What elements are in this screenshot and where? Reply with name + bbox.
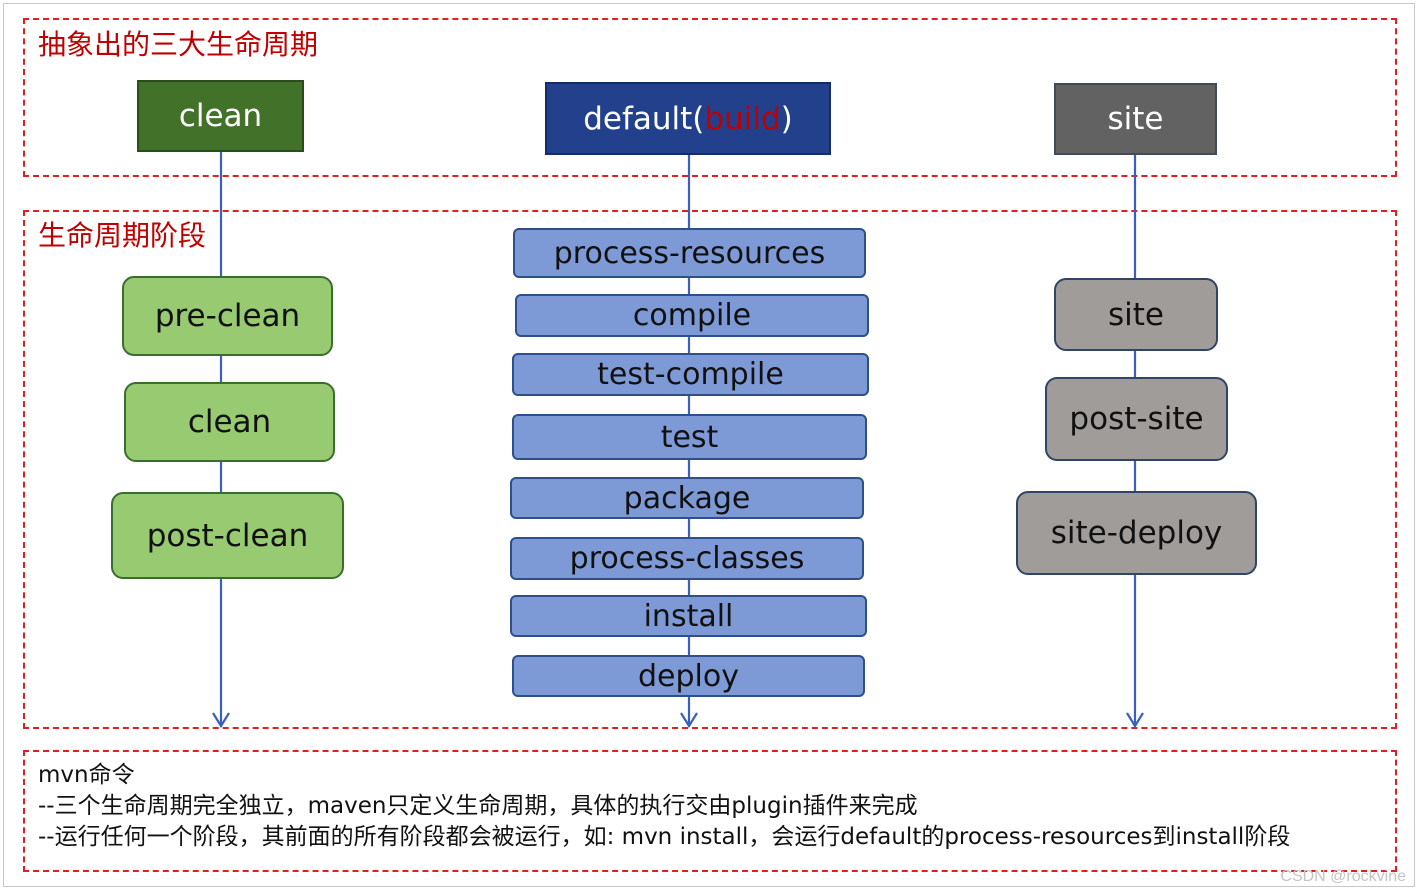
lifecycles-region-title: 抽象出的三大生命周期: [38, 28, 319, 61]
default-phase-label: process-resources: [553, 235, 826, 271]
default-phase: test: [512, 414, 867, 460]
default-phase: process-classes: [510, 537, 864, 580]
default-lifecycle-label: default(build): [583, 101, 793, 137]
default-phase: package: [510, 477, 864, 519]
default-lifecycle-box: default(build): [545, 82, 831, 155]
default-phase-label: install: [643, 598, 734, 634]
site-arrowhead: [1126, 712, 1144, 729]
site-lifecycle-label: site: [1107, 101, 1164, 137]
clean-phase-label: clean: [187, 404, 272, 440]
phases-region: [23, 210, 1397, 729]
default-phase: test-compile: [512, 353, 869, 396]
site-lifecycle-box: site: [1054, 83, 1217, 155]
clean-phase-label: pre-clean: [154, 298, 301, 334]
default-phase-label: deploy: [638, 658, 739, 694]
clean-lifecycle-box: clean: [137, 80, 304, 152]
default-phase: compile: [515, 294, 869, 337]
notes-line: --运行任何一个阶段，其前面的所有阶段都会被运行，如: mvn install，…: [38, 824, 1291, 850]
notes-line: --三个生命周期完全独立，maven只定义生命周期，具体的执行交由plugin插…: [38, 793, 918, 819]
site-phase-label: site-deploy: [1050, 515, 1223, 551]
watermark: CSDN @rockvine: [1280, 868, 1406, 885]
notes-text: mvn命令 --三个生命周期完全独立，maven只定义生命周期，具体的执行交由p…: [38, 760, 1290, 853]
clean-phase: clean: [124, 382, 335, 462]
lifecycles-region: [23, 18, 1397, 177]
default-phase: process-resources: [513, 228, 866, 278]
diagram-frame: [3, 3, 1415, 887]
default-phase-label: compile: [632, 298, 752, 333]
site-phase: post-site: [1045, 377, 1228, 461]
clean-phase: post-clean: [111, 492, 344, 579]
default-phase-label: package: [623, 480, 751, 516]
clean-phase: pre-clean: [122, 276, 333, 356]
notes-region: [23, 750, 1397, 872]
default-label-accent: build: [704, 100, 781, 137]
default-phase-label: test: [660, 419, 719, 455]
site-phase-label: site: [1108, 296, 1164, 333]
clean-lifecycle-label: clean: [178, 98, 263, 134]
default-phase-label: process-classes: [569, 541, 805, 576]
phases-region-title: 生命周期阶段: [38, 219, 207, 252]
default-phase-label: test-compile: [597, 357, 784, 392]
default-label-suffix: ): [780, 100, 793, 137]
default-label-prefix: default(: [583, 100, 705, 137]
default-arrowhead: [680, 712, 698, 729]
site-phase-label: post-site: [1069, 401, 1204, 437]
site-phase: site-deploy: [1016, 491, 1257, 575]
clean-phase-label: post-clean: [146, 517, 309, 554]
notes-line: mvn命令: [38, 762, 135, 788]
site-phase: site: [1054, 278, 1218, 351]
clean-arrowhead: [212, 712, 230, 729]
default-phase: deploy: [512, 655, 865, 697]
default-phase: install: [510, 595, 867, 637]
